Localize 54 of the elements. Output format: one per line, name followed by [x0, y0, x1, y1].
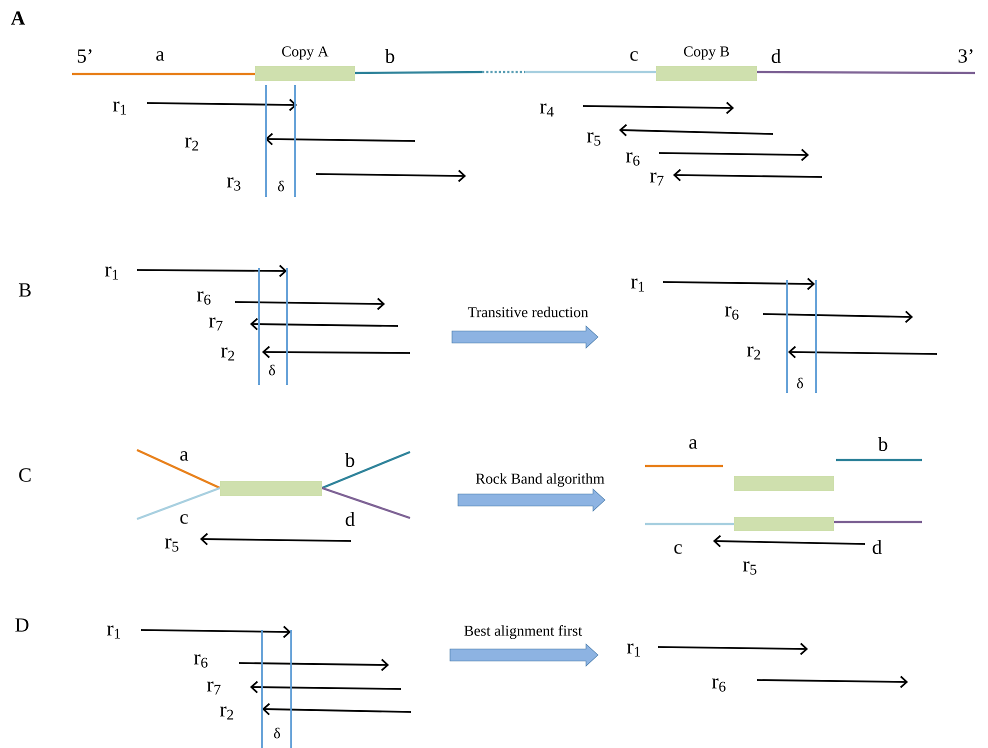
segment-label: c — [674, 544, 682, 554]
read-label: r$_{1}$ — [627, 644, 640, 656]
read-label: r$_{7}$ — [207, 682, 220, 694]
end-label: 5’ — [78, 49, 92, 63]
segment-label: d — [346, 512, 355, 526]
segment-label: d — [772, 48, 781, 64]
step-label: Rock Band algorithm — [476, 473, 604, 487]
read-label: r$_{2}$ — [221, 348, 234, 360]
read-label: r$_{6}$ — [626, 152, 640, 166]
repeat-box — [734, 476, 834, 491]
read-label: r$_{5}$ — [587, 132, 600, 146]
read-label: r$_{6}$ — [725, 306, 738, 320]
delta-label: δ — [797, 378, 803, 388]
read-label: r$_{5}$ — [165, 538, 178, 552]
segment-label: a — [156, 51, 164, 61]
segment-label: c — [180, 514, 188, 524]
read-label: r$_{6}$ — [712, 678, 726, 692]
step-label: Best alignment first — [464, 625, 582, 639]
read-label: r$_{1}$ — [107, 626, 120, 638]
read-label: r$_{1}$ — [113, 102, 126, 114]
segment-label: b — [345, 452, 354, 468]
delta-label: δ — [274, 728, 280, 738]
repeat-box — [734, 517, 834, 531]
segment-label: c — [630, 51, 638, 61]
segment-label: b — [878, 436, 888, 452]
panel-letter: D — [15, 618, 28, 632]
read-label: r$_{2}$ — [185, 138, 198, 150]
read-label: r$_{3}$ — [227, 177, 240, 191]
node-label: Copy A — [282, 46, 328, 60]
repeat-box — [220, 481, 322, 496]
read-label: r$_{6}$ — [197, 291, 210, 305]
copy-box: Copy A — [255, 46, 355, 81]
read-label: r$_{5}$ — [743, 561, 756, 575]
read-label: r$_{6}$ — [194, 654, 208, 668]
read-label: r$_{2}$ — [220, 706, 234, 720]
segment-label: a — [180, 451, 188, 461]
end-label: 3’ — [958, 49, 972, 63]
step-label: Transitive reduction — [468, 306, 588, 318]
delta-label: δ — [269, 364, 275, 376]
panel-letter: A — [10, 11, 26, 25]
panel-letter: C — [19, 468, 31, 482]
read-label: r$_{2}$ — [747, 346, 760, 360]
segment-label: b — [385, 48, 394, 64]
panel-letter: B — [18, 283, 31, 297]
segment-label: a — [689, 439, 698, 449]
node-label: Copy B — [684, 46, 729, 60]
read-label: r$_{7}$ — [650, 172, 664, 186]
read-label: r$_{1}$ — [105, 266, 118, 280]
segment-label: d — [872, 540, 882, 554]
read-label: r$_{1}$ — [631, 278, 644, 292]
delta-label: δ — [278, 180, 284, 192]
read-label: r$_{4}$ — [540, 104, 554, 116]
copy-box: Copy B — [656, 46, 757, 81]
read-label: r$_{7}$ — [209, 318, 222, 330]
